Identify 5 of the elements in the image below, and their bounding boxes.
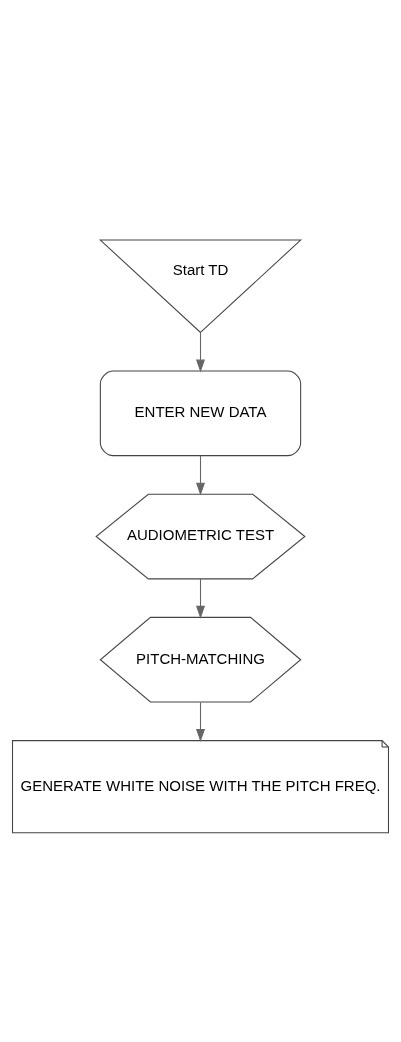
arrow	[196, 332, 205, 373]
arrow	[196, 455, 205, 496]
node-box: ENTER NEW DATA	[99, 370, 302, 457]
arrow	[196, 578, 205, 619]
arrow	[196, 701, 205, 742]
